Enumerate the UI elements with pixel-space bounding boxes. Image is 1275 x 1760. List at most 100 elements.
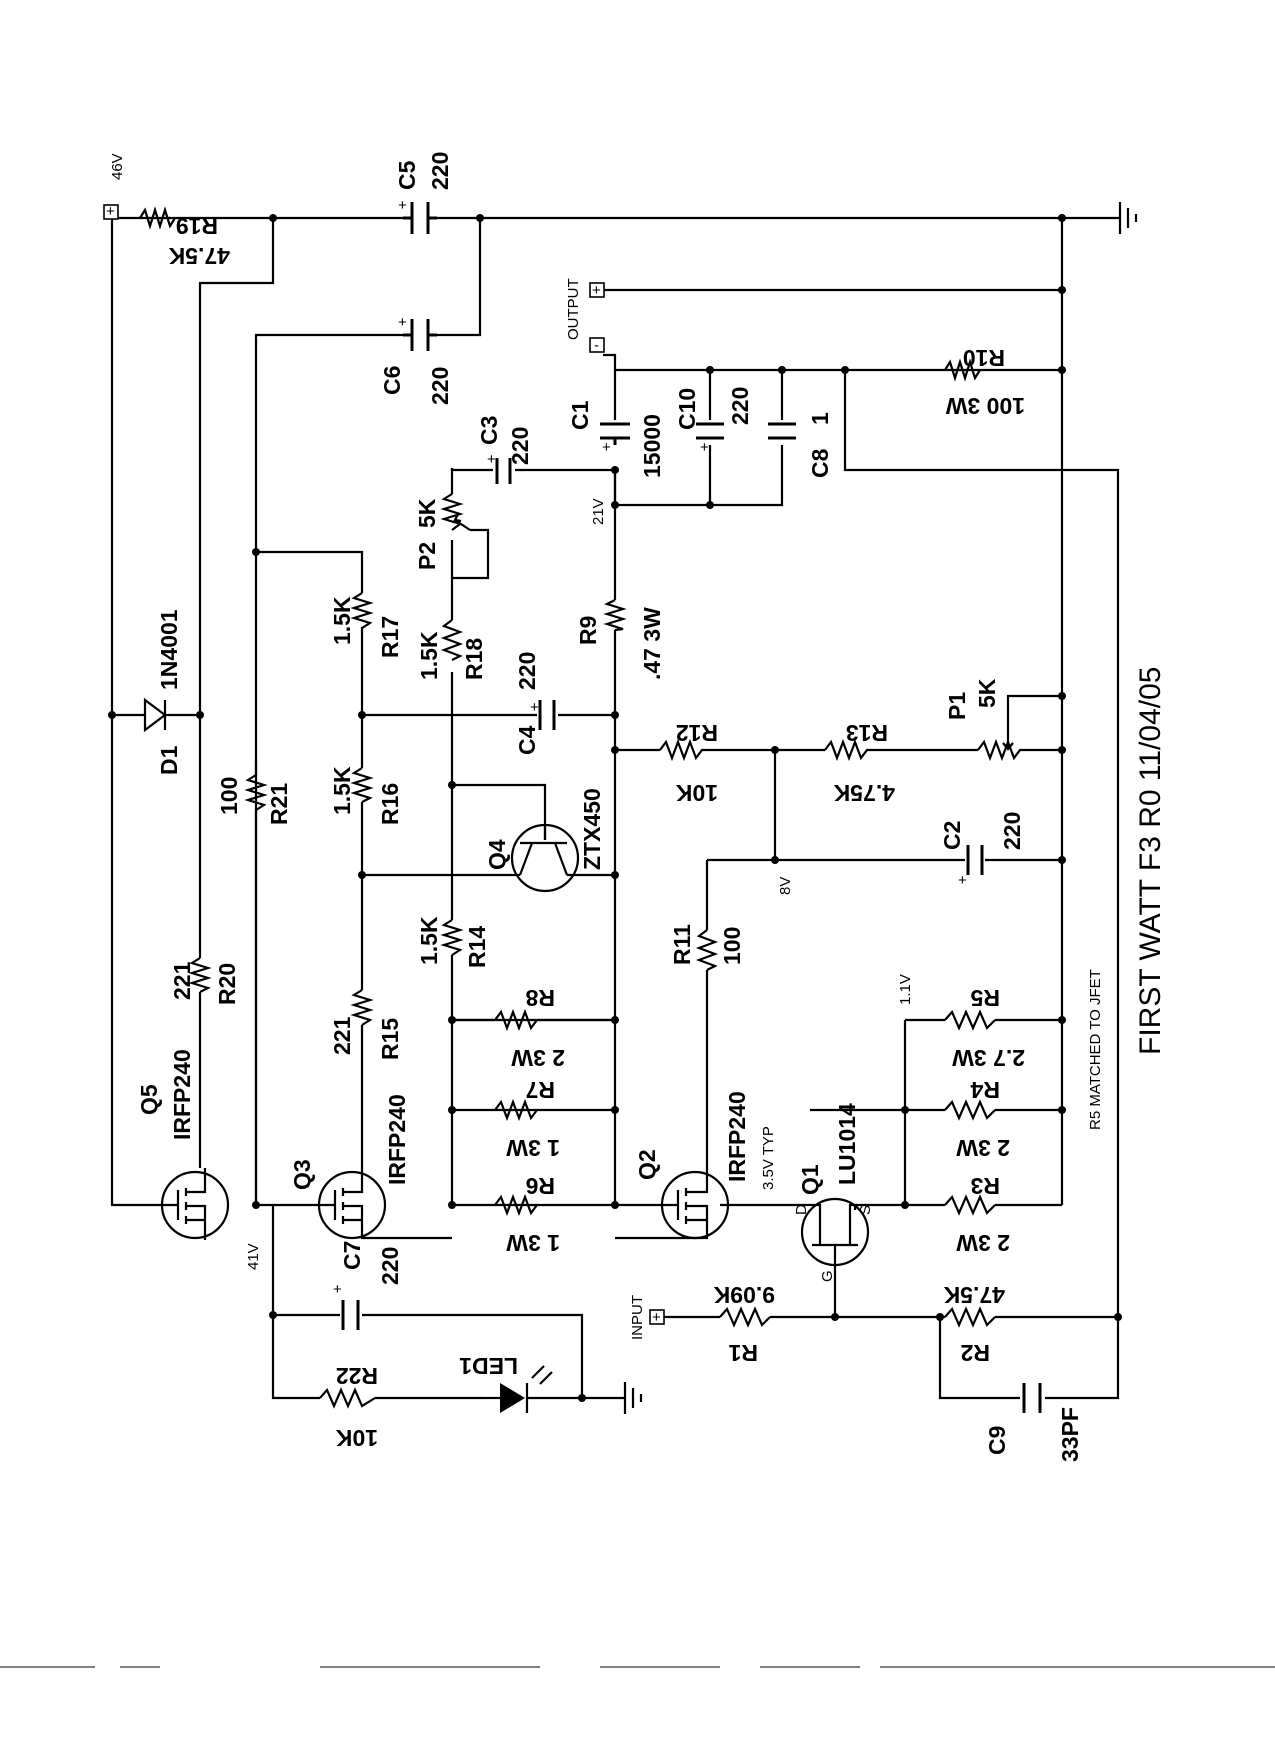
label-components-C9-ref: C9 <box>984 1426 1010 1455</box>
label-voltages-v41: 41V <box>245 1243 262 1270</box>
transistors <box>160 823 870 1272</box>
R12-symbol <box>659 738 710 762</box>
label-components-R4-ref: R4 <box>970 1077 1000 1103</box>
label-components-P2-value: 5K <box>414 498 440 528</box>
label-components-C10-value: 220 <box>727 387 753 425</box>
label-components-Q2-ref: Q2 <box>634 1149 660 1180</box>
R14-symbol <box>440 919 464 956</box>
label-glyph: + <box>592 282 601 299</box>
label-components-R13-value: 4.75K <box>833 780 895 806</box>
label-components-R14-value: 1.5K <box>416 916 442 965</box>
diode-D1 <box>143 697 167 733</box>
label-components-R22-ref: R22 <box>336 1363 378 1389</box>
P2-wiper <box>453 513 471 531</box>
label-components-LED1-ref: LED1 <box>459 1353 518 1379</box>
terminals: + + - + <box>103 203 665 1326</box>
Q3-symbol <box>256 1168 452 1240</box>
label-components-Q5-value: IRFP240 <box>169 1049 195 1140</box>
wires <box>110 216 1120 1400</box>
C3-symbol <box>495 458 512 484</box>
label-components-P1-ref: P1 <box>944 692 970 720</box>
label-components-C9-value: 33PF <box>1057 1407 1083 1462</box>
label-glyph: - <box>594 337 599 354</box>
label-components-R14-ref: R14 <box>464 926 490 968</box>
label-components-R20-value: 221 <box>169 961 195 1000</box>
label-components-Q1-ref: Q1 <box>797 1164 823 1195</box>
label-components-C8-ref: C8 <box>807 448 833 478</box>
R9-symbol <box>603 599 627 632</box>
C2-symbol <box>966 845 984 875</box>
label-components-R19-value: 47.5K <box>168 243 230 269</box>
C1-symbol <box>600 422 630 445</box>
label-components-R4-value: 2 3W <box>956 1135 1010 1161</box>
label-polarity-plus: + <box>602 439 611 456</box>
P2-symbol <box>440 493 464 531</box>
label-components-R16-ref: R16 <box>377 783 403 825</box>
label-components-P1-value: 5K <box>974 678 1000 708</box>
C6-symbol <box>403 319 437 351</box>
R4-symbol <box>944 1099 996 1121</box>
label-voltages-v21: 21V <box>590 498 607 525</box>
label-components-R6-value: 1 3W <box>506 1230 560 1256</box>
label-components-D1-ref: D1 <box>156 745 182 775</box>
label-components-R18-value: 1.5K <box>416 631 442 680</box>
Q4-symbol <box>510 823 580 893</box>
label-components-C4-ref: C4 <box>514 725 540 755</box>
label-polarity-plus: + <box>700 439 709 456</box>
label-components-R7-ref: R7 <box>526 1077 555 1103</box>
Q2-symbol <box>615 1150 730 1240</box>
Q1-symbol <box>800 1197 870 1272</box>
label-components-Q4-ref: Q4 <box>484 839 510 870</box>
label-polarity-plus: + <box>958 872 967 889</box>
R8-symbol <box>452 1008 615 1032</box>
led-LED1 <box>485 1365 553 1413</box>
ground-symbols <box>623 202 1138 1414</box>
label-components-R18-ref: R18 <box>461 638 487 680</box>
R19-symbol <box>139 206 176 230</box>
R22-symbol <box>319 1387 376 1409</box>
label-components-C3-ref: C3 <box>476 416 502 445</box>
label-components-R15-ref: R15 <box>377 1018 403 1060</box>
R2-symbol <box>944 1306 996 1328</box>
supply-terminal <box>103 204 119 220</box>
label-glyph: + <box>652 1309 661 1326</box>
label-components-D1-value: 1N4001 <box>156 609 182 690</box>
label-components-C2-ref: C2 <box>939 821 965 850</box>
label-components-R17-ref: R17 <box>377 616 403 658</box>
label-terminals-output: OUTPUT <box>565 278 582 340</box>
label-components-R3-value: 2 3W <box>956 1230 1010 1256</box>
label-voltages-v1_1: 1.1V <box>897 974 914 1005</box>
label-components-R1-value: 9.09K <box>713 1282 775 1308</box>
label-components-R11-value: 100 <box>719 927 745 965</box>
ground-icon-bottom <box>623 1382 643 1414</box>
label-components-R5-value: 2.7 3W <box>952 1045 1025 1071</box>
label-pin_labels-g: G <box>819 1270 836 1282</box>
R15-symbol <box>350 989 374 1026</box>
label-components-C7-ref: C7 <box>339 1241 365 1270</box>
input-terminal <box>649 1309 665 1325</box>
C9-symbol <box>1022 1383 1042 1413</box>
label-components-R19-ref: R19 <box>176 213 218 239</box>
label-components-Q3-ref: Q3 <box>289 1159 315 1190</box>
label-components-R12-ref: R12 <box>676 720 718 746</box>
label-components-R17-value: 1.5K <box>329 596 355 645</box>
label-voltages-v8: 8V <box>777 877 794 895</box>
C8-symbol <box>768 422 796 440</box>
P1-wiper <box>1002 738 1014 751</box>
label-components-R3-ref: R3 <box>971 1173 1000 1199</box>
cap-polarity-marks: + + + + + + + + <box>333 197 967 1298</box>
label-polarity-plus: + <box>487 451 496 468</box>
R1-symbol <box>719 1306 771 1328</box>
label-glyph: + <box>106 203 115 220</box>
potentiometers <box>440 493 1028 762</box>
label-components-C10-ref: C10 <box>674 388 700 430</box>
R6-symbol <box>494 1193 538 1217</box>
label-polarity-plus: + <box>398 314 407 331</box>
output-plus-terminal <box>589 282 605 298</box>
label-components-C6-ref: C6 <box>379 366 405 395</box>
label-components-R1-ref: R1 <box>728 1340 758 1366</box>
resistors <box>139 206 996 1409</box>
label-components-R7-value: 1 3W <box>506 1135 560 1161</box>
C10-symbol <box>696 422 724 440</box>
